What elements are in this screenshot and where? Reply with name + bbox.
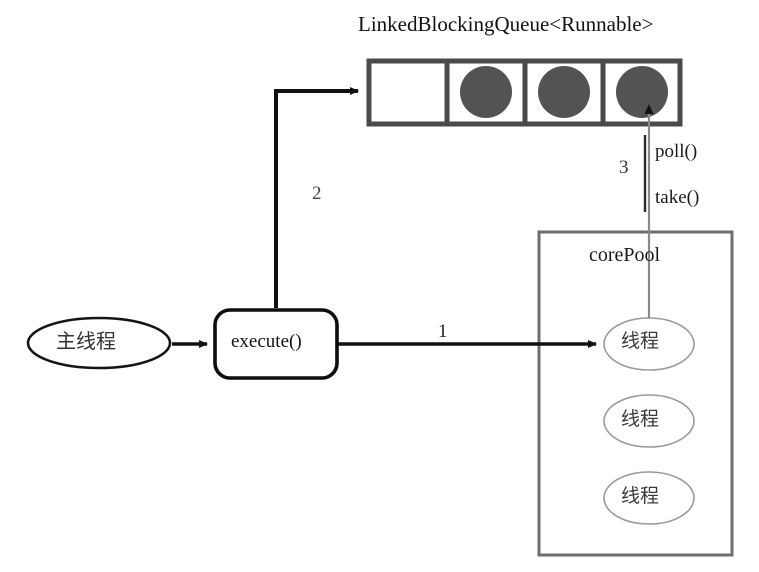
thread-label-2: 线程 [621, 408, 660, 430]
thread-label-3: 线程 [621, 485, 660, 507]
step-2-label: 2 [312, 183, 322, 204]
queue-title: LinkedBlockingQueue<Runnable> [358, 12, 654, 36]
thread-ellipse-3 [603, 471, 695, 525]
thread-ellipse-2 [603, 394, 695, 448]
execute-label: execute() [231, 331, 302, 352]
take-method-label: take() [655, 187, 700, 208]
step-3-label: 3 [619, 157, 629, 178]
linked-blocking-queue [366, 58, 683, 127]
execute-box [213, 308, 339, 380]
core-pool-label: corePool [589, 244, 661, 266]
queue-task-circle-1 [460, 66, 512, 118]
queue-task-circle-2 [538, 66, 590, 118]
main-thread-ellipse [26, 316, 172, 370]
thread-label-1: 线程 [621, 330, 660, 352]
poll-method-label: poll() [655, 141, 698, 162]
main-thread-label: 主线程 [56, 329, 116, 353]
step-1-label: 1 [438, 321, 448, 342]
arrow-step-2-execute-to-queue [274, 87, 359, 308]
queue-task-circle-3 [616, 66, 668, 118]
